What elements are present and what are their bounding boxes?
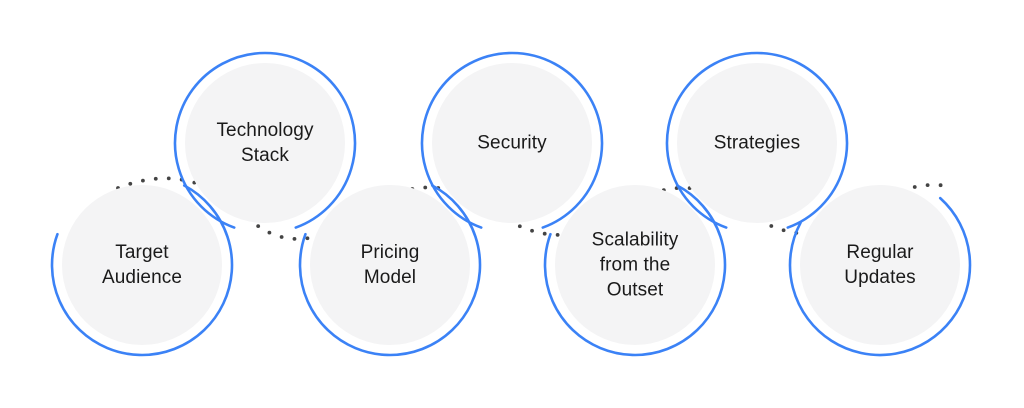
node-pricing-model[interactable] — [298, 184, 482, 357]
connector-dot — [542, 231, 547, 236]
connector-dot — [128, 181, 133, 186]
node-regular-updates[interactable] — [788, 185, 972, 357]
node-technology-stack[interactable] — [173, 51, 357, 229]
connector-dot — [769, 224, 774, 228]
node-ring-security — [420, 51, 604, 229]
node-disc-strategies — [677, 63, 837, 223]
node-disc-scalability-from-the-outset — [555, 185, 715, 345]
node-target-audience[interactable] — [50, 184, 234, 357]
node-disc-technology-stack — [185, 63, 345, 223]
node-strategies[interactable] — [665, 51, 849, 229]
connector-dot — [279, 235, 284, 239]
node-ring-strategies — [665, 51, 849, 229]
connector-dot — [292, 236, 297, 241]
connector-dot — [555, 232, 560, 237]
node-ring-regular-updates — [788, 196, 972, 357]
connector-dot — [267, 230, 272, 235]
node-disc-pricing-model — [310, 185, 470, 345]
connector-dot — [305, 236, 310, 241]
connector-dot — [530, 228, 534, 233]
connector-dot — [423, 185, 428, 190]
connector-dot — [781, 228, 786, 233]
node-ring-technology-stack — [173, 51, 357, 229]
node-security[interactable] — [420, 51, 604, 229]
node-ring-scalability-from-the-outset — [543, 184, 727, 357]
node-ring-pricing-model — [298, 184, 482, 357]
connector-dot — [166, 176, 171, 181]
connector-dot — [925, 183, 930, 188]
connector-dot — [912, 185, 917, 189]
connector-dot — [938, 183, 943, 188]
node-disc-regular-updates — [800, 185, 960, 345]
node-ring-target-audience — [50, 184, 234, 357]
connector-dot — [517, 224, 522, 229]
node-disc-security — [432, 63, 592, 223]
connector-dot — [256, 224, 261, 229]
connector-dot — [141, 178, 145, 183]
node-scalability-from-the-outset[interactable] — [543, 184, 727, 357]
node-disc-target-audience — [62, 185, 222, 345]
connector-dot — [153, 176, 158, 181]
